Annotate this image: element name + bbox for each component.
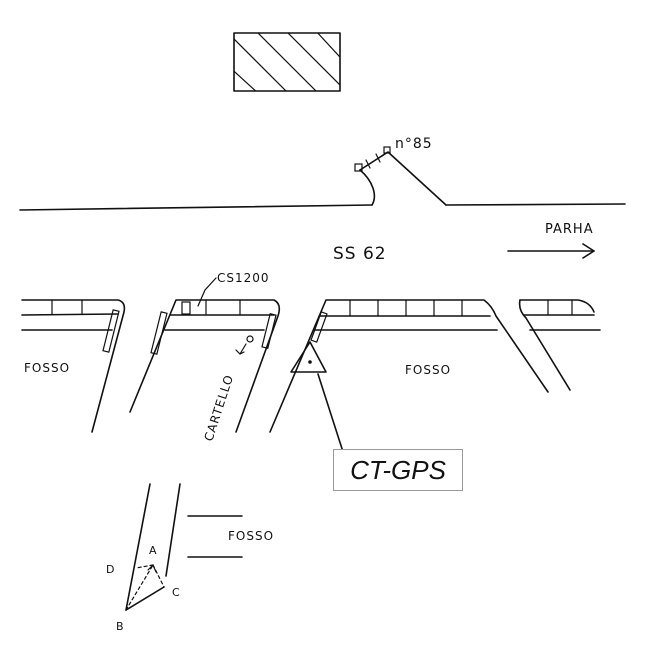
house-access (354, 146, 447, 206)
gps-station-label: CT-GPS (333, 449, 463, 491)
curb-right (269, 299, 549, 433)
road-edge-top (19, 203, 626, 211)
ditch-bottom-label: FOSSO (228, 529, 274, 543)
direction-label: PARHA (545, 222, 594, 237)
point-a-label: A (149, 544, 158, 557)
point-b-label: B (116, 620, 125, 633)
curb-far-right (518, 299, 601, 391)
direction-arrow-icon (507, 243, 595, 259)
gps-triangle-icon (290, 341, 346, 459)
sign-label: CARTELLO (202, 373, 237, 443)
cs-marker-leader (197, 277, 217, 307)
sign-pointer-icon (235, 343, 247, 355)
ditch-detail (125, 483, 243, 611)
ditch-left-label: FOSSO (24, 361, 70, 375)
curb-middle (129, 299, 281, 433)
road-label: SS 62 (333, 244, 387, 264)
ditch-right-label: FOSSO (405, 363, 451, 377)
hatched-building (233, 32, 341, 92)
point-d-label: D (106, 563, 115, 576)
sign-post-icon (246, 335, 254, 343)
curb-left (21, 299, 126, 433)
house-number-label: n°85 (395, 136, 433, 152)
point-c-label: C (172, 586, 181, 599)
cs-marker-label: CS1200 (217, 271, 270, 285)
